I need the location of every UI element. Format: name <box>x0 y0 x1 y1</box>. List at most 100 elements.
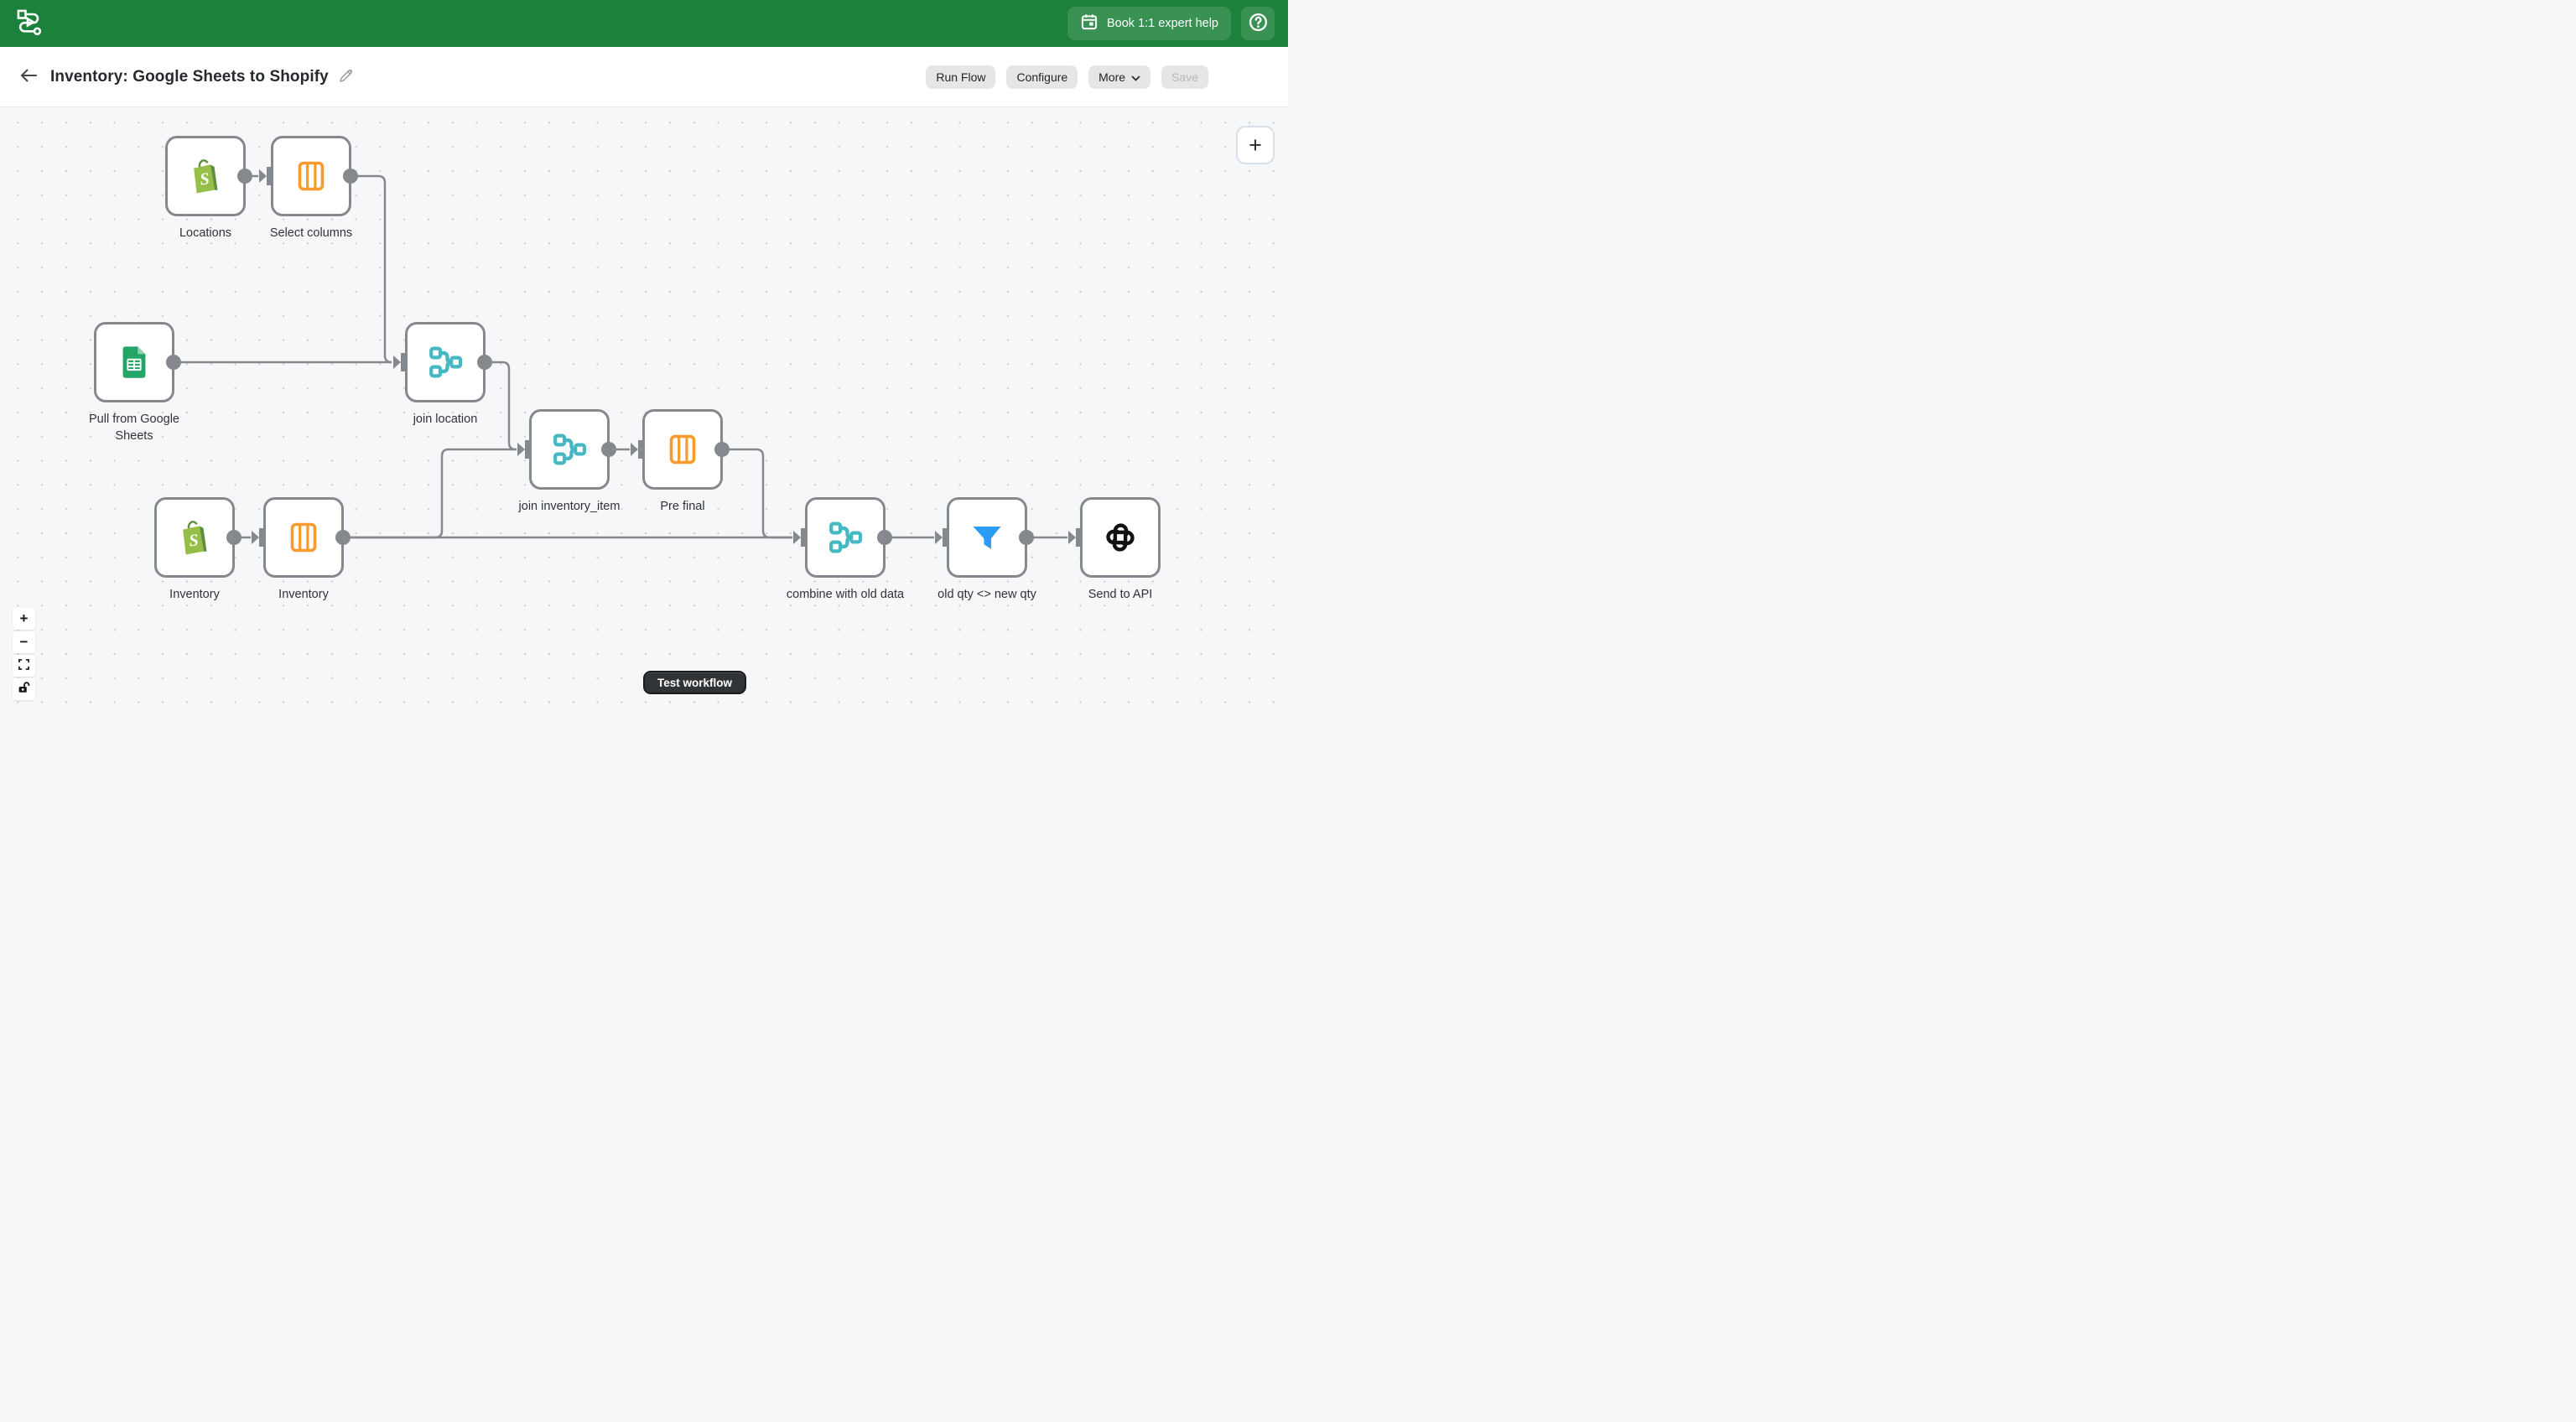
configure-button[interactable]: Configure <box>1006 65 1078 89</box>
input-port[interactable] <box>401 353 408 371</box>
node-select-columns[interactable]: Select columns <box>259 136 358 240</box>
edge-arrowhead-icon <box>259 169 267 183</box>
input-port[interactable] <box>801 528 808 547</box>
run-flow-button[interactable]: Run Flow <box>926 65 996 89</box>
api-icon <box>1083 500 1158 575</box>
node-label: join location <box>413 413 478 426</box>
node-inventory-columns[interactable]: Inventory <box>252 497 351 601</box>
output-port[interactable] <box>166 355 181 370</box>
columns-icon <box>273 138 349 214</box>
output-port[interactable] <box>335 530 351 545</box>
save-label: Save <box>1171 70 1198 84</box>
workflow-logo-icon <box>14 7 44 41</box>
node-send-to-api[interactable]: Send to API <box>1068 497 1161 601</box>
more-label: More <box>1098 70 1126 84</box>
node-label: join inventory_item <box>518 500 621 513</box>
node-label: Pull from Google Sheets <box>89 413 179 444</box>
node-label: old qty <> new qty <box>937 588 1036 601</box>
zoom-controls: + − <box>13 608 35 700</box>
input-port[interactable] <box>267 167 273 185</box>
edge-arrowhead-icon <box>793 531 801 544</box>
back-arrow-icon <box>20 69 37 85</box>
zoom-in-button[interactable]: + <box>13 608 35 630</box>
calendar-icon <box>1080 13 1098 34</box>
edge-arrowhead-icon <box>517 443 525 456</box>
node-join-inventory-item[interactable]: join inventory_item <box>517 409 620 513</box>
top-header-actions: Book 1:1 expert help <box>1067 7 1275 40</box>
columns-icon <box>266 500 341 575</box>
node-inventory-shopify[interactable]: S Inventory <box>154 497 242 601</box>
node-label: Select columns <box>269 226 353 240</box>
node-label: Inventory <box>278 588 329 601</box>
join-icon <box>532 412 607 487</box>
output-port[interactable] <box>877 530 892 545</box>
columns-icon <box>645 412 720 487</box>
toolbar-actions: Run Flow Configure More Save <box>926 65 1208 89</box>
shopify-icon: S <box>168 138 243 214</box>
node-pull-from-google-sheets[interactable]: Pull from Google Sheets <box>89 322 181 443</box>
svg-text:S: S <box>199 169 210 189</box>
node-label: combine with old data <box>786 588 905 601</box>
output-port[interactable] <box>477 355 492 370</box>
output-port[interactable] <box>601 442 616 457</box>
input-port[interactable] <box>638 440 645 459</box>
more-button[interactable]: More <box>1088 65 1151 89</box>
output-port[interactable] <box>1019 530 1034 545</box>
help-button[interactable] <box>1241 7 1275 40</box>
node-label: Send to API <box>1088 588 1153 601</box>
configure-label: Configure <box>1016 70 1068 84</box>
test-workflow-button[interactable]: Test workflow <box>643 671 747 694</box>
node-old-qty-new-qty[interactable]: old qty <> new qty <box>935 497 1036 601</box>
page-title: Inventory: Google Sheets to Shopify <box>50 67 329 86</box>
add-node-button[interactable]: + <box>1236 126 1275 164</box>
edge-arrowhead-icon <box>935 531 943 544</box>
node-combine-with-old-data[interactable]: combine with old data <box>787 497 904 601</box>
lock-button[interactable] <box>13 678 35 700</box>
edit-title-button[interactable] <box>338 68 354 86</box>
node-locations[interactable]: S Locations <box>165 136 252 240</box>
edge-pre-final--combine-with-old-data <box>724 448 792 539</box>
edge-arrowhead-icon <box>252 531 259 544</box>
lock-icon <box>18 681 30 698</box>
back-button[interactable] <box>18 67 39 86</box>
input-port[interactable] <box>259 528 266 547</box>
edge-arrowhead-icon <box>1068 531 1076 544</box>
input-port[interactable] <box>525 440 532 459</box>
filter-icon <box>949 500 1025 575</box>
top-header: Book 1:1 expert help <box>0 0 1288 47</box>
book-expert-label: Book 1:1 expert help <box>1106 17 1218 30</box>
run-flow-label: Run Flow <box>936 70 986 84</box>
join-icon <box>408 324 483 400</box>
output-port[interactable] <box>237 169 252 184</box>
svg-text:S: S <box>188 531 200 550</box>
edge-arrowhead-icon <box>393 356 401 369</box>
book-expert-button[interactable]: Book 1:1 expert help <box>1067 7 1231 40</box>
chevron-down-icon <box>1131 70 1140 84</box>
app-logo[interactable] <box>13 8 45 39</box>
pencil-icon <box>338 68 354 86</box>
node-label: Inventory <box>169 588 220 601</box>
fullscreen-icon <box>18 657 29 674</box>
join-icon <box>808 500 883 575</box>
save-button[interactable]: Save <box>1161 65 1208 89</box>
shopify-icon: S <box>157 500 232 575</box>
input-port[interactable] <box>943 528 949 547</box>
app-root: Book 1:1 expert help Inventory: <box>0 0 1288 711</box>
fit-view-button[interactable] <box>13 655 35 677</box>
output-port[interactable] <box>226 530 242 545</box>
input-port[interactable] <box>1076 528 1083 547</box>
node-join-location[interactable]: join location <box>393 322 492 426</box>
flow-toolbar: Inventory: Google Sheets to Shopify Run … <box>0 47 1288 107</box>
edge-arrowhead-icon <box>631 443 638 456</box>
output-port[interactable] <box>343 169 358 184</box>
node-pre-final[interactable]: Pre final <box>631 409 730 513</box>
edge-inventory-columns--join-inventory-item <box>345 448 517 539</box>
node-label: Pre final <box>660 500 705 513</box>
output-port[interactable] <box>714 442 730 457</box>
edges-layer <box>176 174 1067 539</box>
node-label: Locations <box>179 226 232 240</box>
zoom-out-button[interactable]: − <box>13 631 35 653</box>
gsheets-icon <box>96 324 172 400</box>
